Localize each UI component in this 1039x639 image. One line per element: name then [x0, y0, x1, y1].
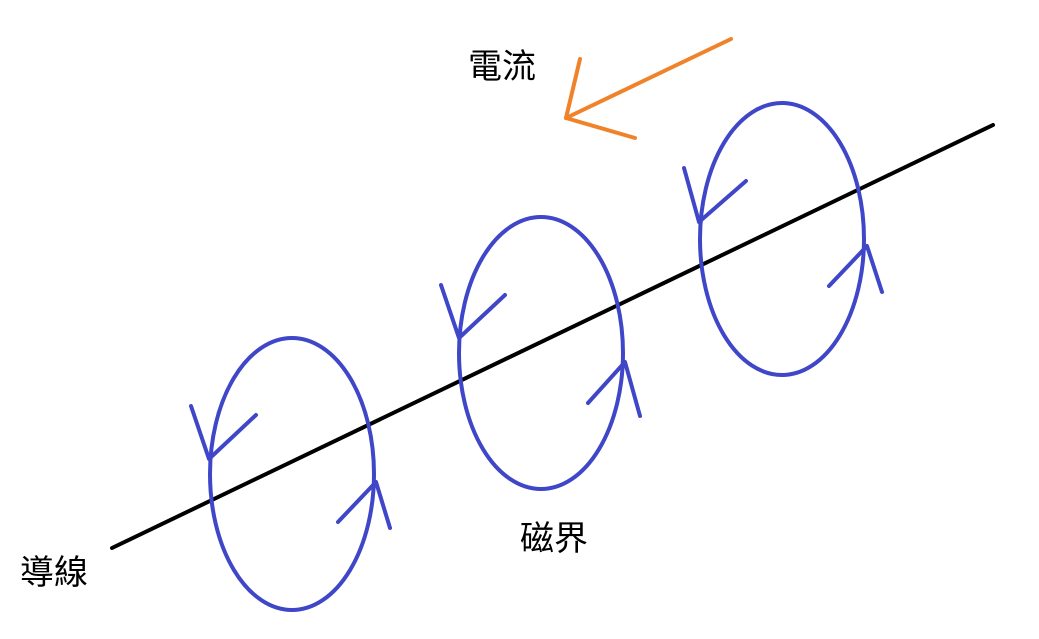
magnetic-field-label: 磁界: [520, 519, 588, 559]
field-arrow-icon: [189, 404, 258, 461]
field-loop-1: [189, 336, 392, 612]
field-loop-circle: [698, 101, 866, 377]
field-arrow-icon: [439, 283, 507, 340]
field-arrow-icon: [336, 480, 392, 530]
field-loop-circle: [208, 336, 376, 612]
field-loop-2: [439, 215, 642, 491]
field-arrow-icon: [586, 360, 642, 418]
field-arrow-icon: [827, 244, 884, 294]
current-label: 電流: [468, 47, 536, 87]
field-loop-3: [682, 101, 884, 377]
current-arrow-icon: [564, 37, 733, 140]
field-arrow-icon: [682, 166, 748, 224]
wire-label: 導線: [20, 553, 88, 593]
wire-line: [110, 123, 995, 550]
field-loop-circle: [457, 215, 625, 491]
